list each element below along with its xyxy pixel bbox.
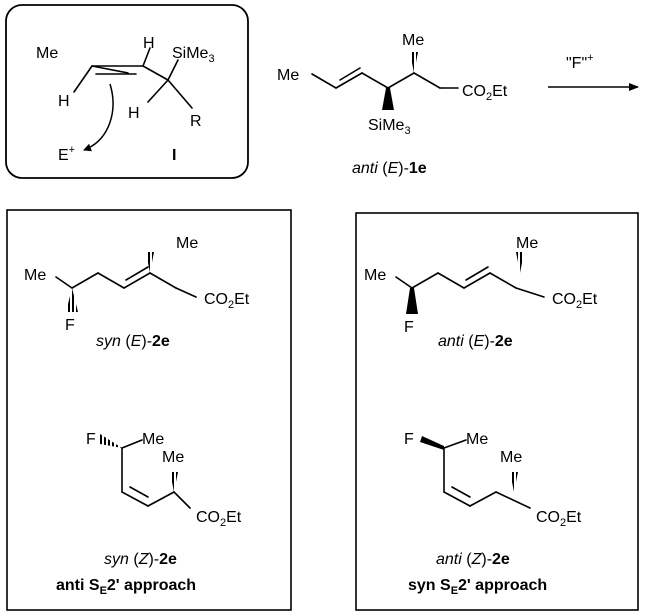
left-top-me-left: Me [24,267,46,284]
int-me-label: Me [36,45,58,62]
right-top-me-top: Me [516,235,538,252]
right-top-f: F [404,319,414,336]
int-sime3-label: SiMe3 [172,45,215,65]
reactant-caption: anti (E)-1e [352,160,427,177]
left-bottom-hash-me [170,472,178,492]
intermediate-box [5,4,249,179]
right-top-caption: anti (E)-2e [438,333,513,350]
right-top-bonds [395,266,545,298]
right-product-anti-Z-2e: F Me Me CO2Et anti (Z)-2e syn SE2' appro… [404,431,582,597]
left-bottom-bonds [121,439,191,509]
reactant-1e: Me Me SiMe3 CO2Et anti (E)-1e [277,32,508,177]
right-bottom-bonds [443,439,531,509]
left-product-syn-E-2e: Me Me F CO2Et syn (E)-2e [24,235,250,350]
left-product-syn-Z-2e: F Me Me CO2Et syn (Z)-2e anti SE2' appro… [56,431,242,597]
left-bottom-me-top: Me [162,449,184,466]
right-top-hash-me [516,252,524,273]
reactant-wedge-sime3 [382,88,394,110]
right-top-wedge-f [406,288,418,314]
panel-right-box [355,212,639,611]
int-compound-label: I [172,147,176,164]
reactant-bonds [311,67,459,89]
left-bottom-hash-f [100,434,122,448]
intermediate-I: Me H H H SiMe3 R E+ I [5,4,249,179]
right-bottom-me-top: Me [500,449,522,466]
right-bottom-hash-me [510,472,518,492]
int-h-label-3: H [128,105,140,122]
int-r-label: R [190,113,202,130]
int-electrophile-label: E+ [58,144,75,164]
panel-left-box [6,209,292,611]
int-h-label-2: H [58,93,70,110]
reactant-co2et: CO2Et [462,83,508,103]
electron-push-arrow [83,83,114,152]
int-h-label-1: H [143,35,155,52]
left-top-me-top: Me [176,235,198,252]
reaction-arrow-group: "F"+ [548,52,639,91]
reactant-me-left: Me [277,67,299,84]
reactant-sime3: SiMe3 [368,117,411,137]
intermediate-bonds [73,47,193,109]
left-bottom-me-right: Me [142,431,164,448]
left-top-co2et: CO2Et [204,291,250,311]
right-approach-label: syn SE2' approach [408,577,547,597]
left-approach-label: anti SE2' approach [56,577,196,597]
right-bottom-co2et: CO2Et [536,509,582,529]
right-product-anti-E-2e: Me Me F CO2Et anti (E)-2e [364,235,598,350]
left-bottom-f: F [86,431,96,448]
right-top-me-left: Me [364,267,386,284]
left-top-hash-f [66,288,78,312]
left-top-hash-me [146,252,154,273]
reagent-label: "F"+ [566,52,594,72]
right-top-co2et: CO2Et [552,291,598,311]
right-bottom-caption: anti (Z)-2e [436,551,510,568]
left-bottom-caption: syn (Z)-2e [104,551,177,568]
left-top-bonds [55,266,197,298]
left-bottom-co2et: CO2Et [196,509,242,529]
right-bottom-f: F [404,431,414,448]
reactant-hash-me [410,52,418,73]
right-bottom-wedge-f [420,436,444,450]
left-top-caption: syn (E)-2e [96,333,170,350]
reactant-me-top: Me [402,32,424,49]
left-top-f: F [65,317,75,334]
right-bottom-me-right: Me [466,431,488,448]
